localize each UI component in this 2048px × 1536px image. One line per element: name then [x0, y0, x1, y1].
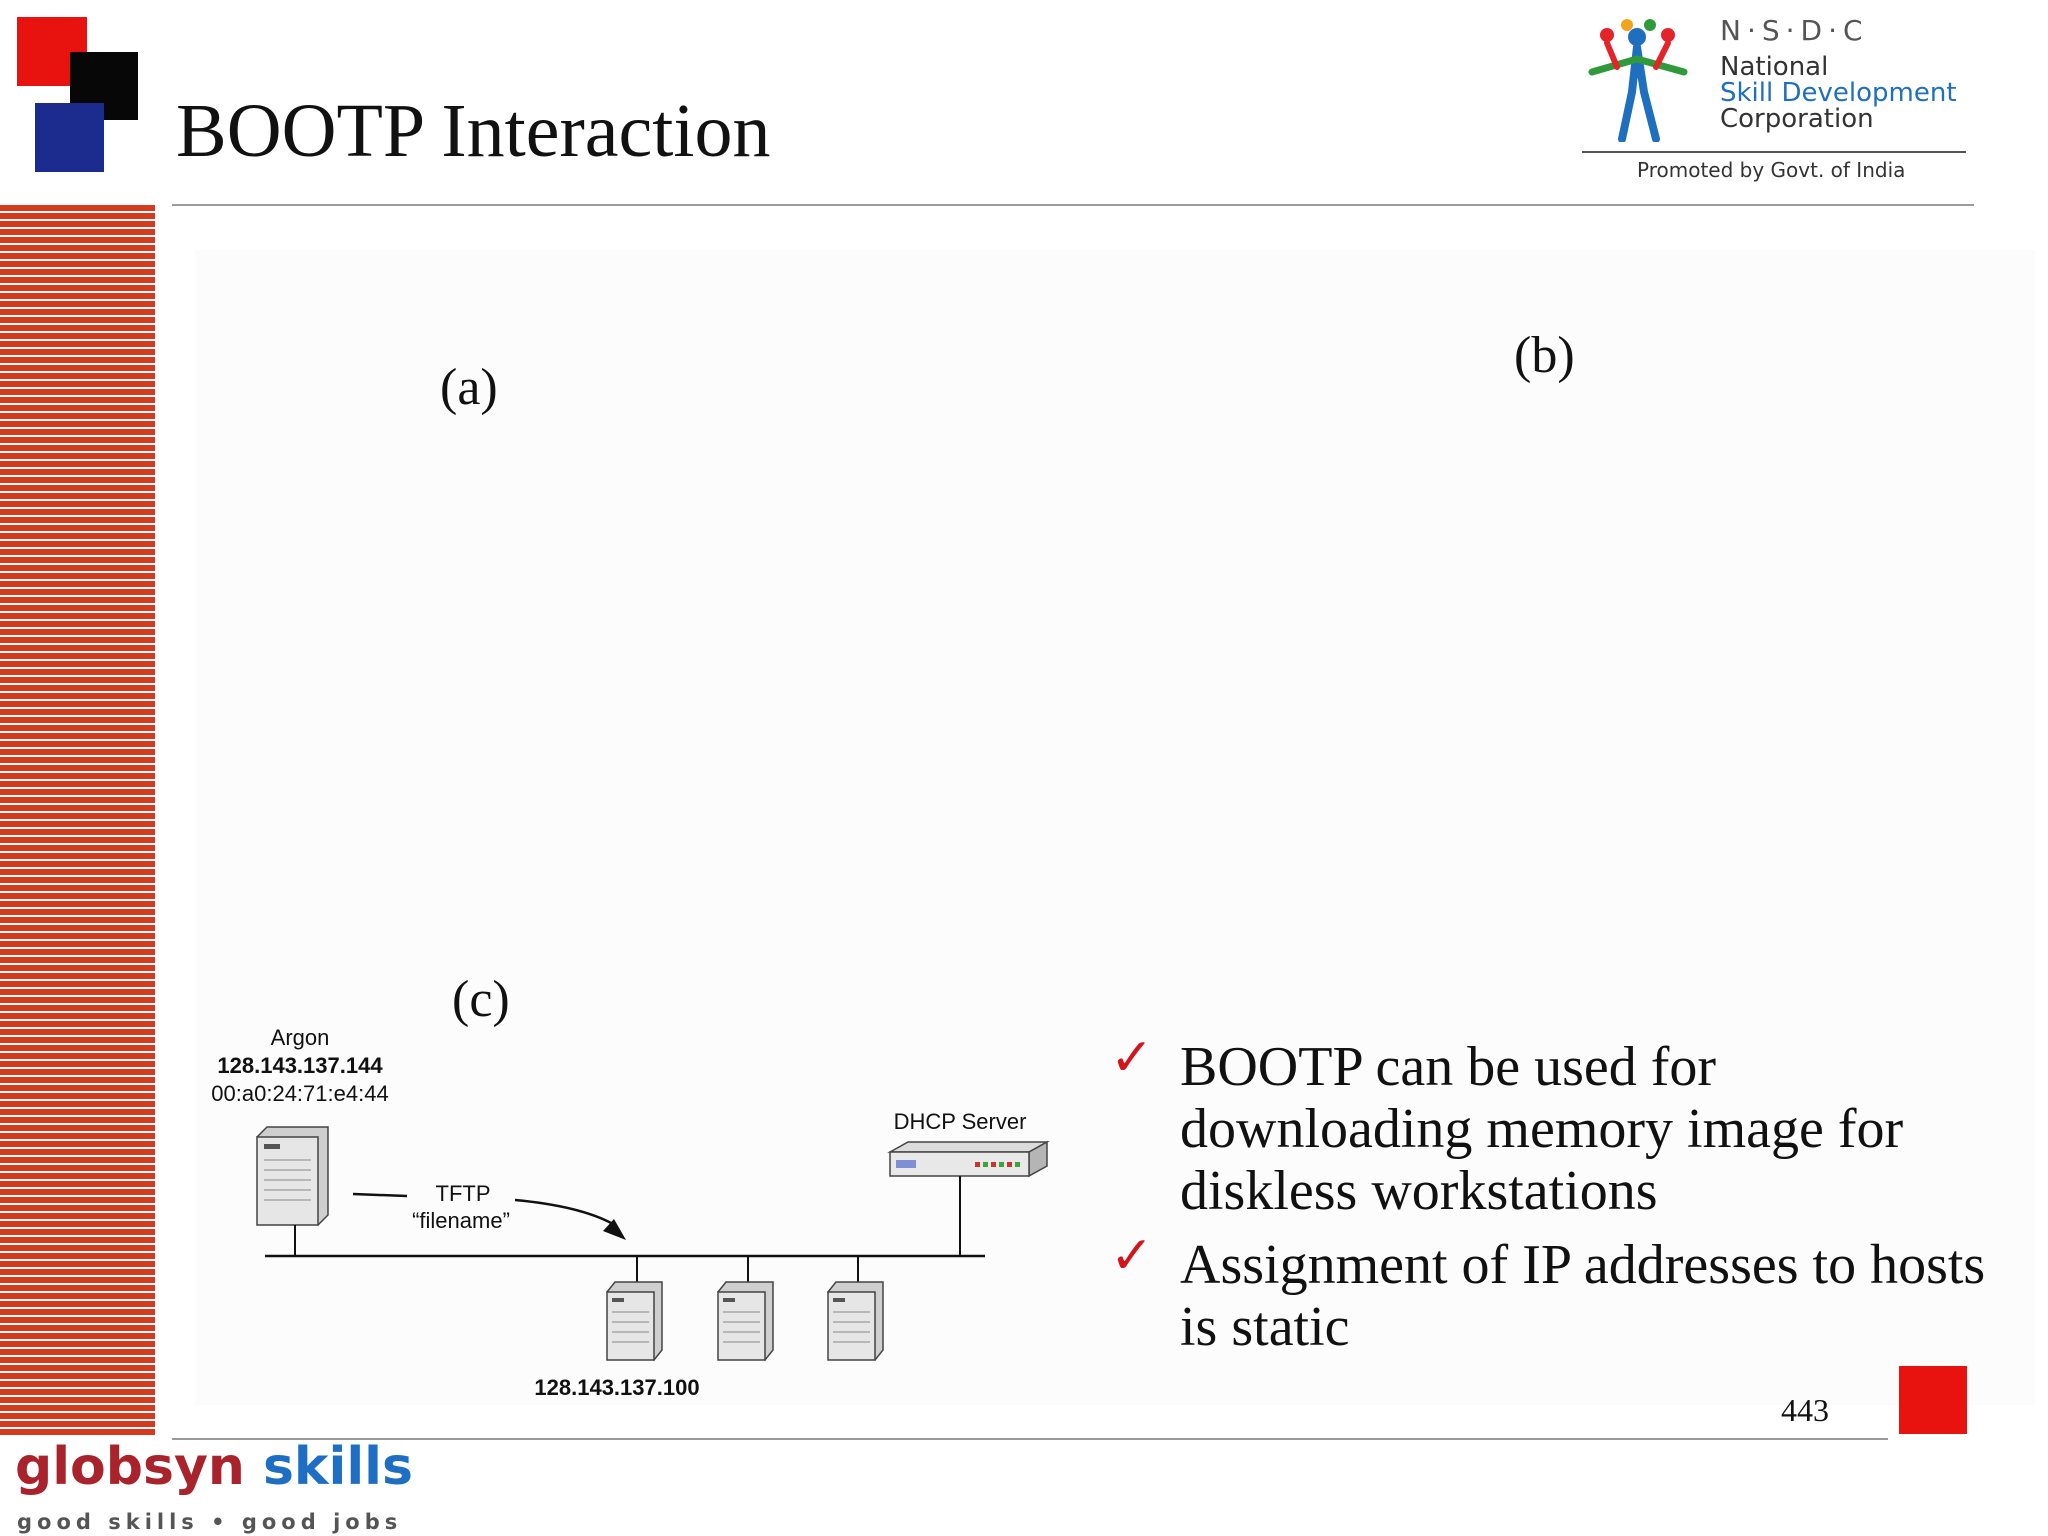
nsdc-logo: N·S·D·C National Skill Development Corpo…: [1582, 12, 1972, 192]
tftp-filename-label: “filename”: [412, 1208, 510, 1233]
bullet-1-line-1: BOOTP can be used for: [1180, 1036, 1717, 1098]
bullet-check-icon-1: ✓: [1110, 1028, 1154, 1088]
bullet-2-text: Assignment of IP addresses to hosts is s…: [1180, 1234, 2030, 1358]
target-ip-label: 128.143.137.100: [534, 1375, 699, 1400]
panel-label-c: (c): [452, 971, 510, 1028]
panel-label-b: (b): [1514, 327, 1575, 384]
nsdc-line2: Skill Development: [1720, 78, 1957, 108]
nsdc-promoted: Promoted by Govt. of India: [1637, 158, 1906, 182]
bullet-1-text: BOOTP can be used for downloading memory…: [1180, 1036, 2030, 1222]
host-name-label: Argon: [271, 1025, 330, 1050]
tftp-arrowhead-icon: [603, 1219, 626, 1240]
host-ip-label: 128.143.137.144: [217, 1053, 383, 1078]
nsdc-line3: Corporation: [1720, 104, 1874, 134]
corner-blue-square: [35, 103, 104, 172]
bullet-2-line-1: Assignment of IP addresses to hosts: [1180, 1234, 1986, 1296]
diskless-host-1-icon: [606, 1281, 663, 1362]
tftp-arrow: [514, 1198, 614, 1226]
left-stripe-band: [0, 205, 155, 1437]
brand-part2: skills: [244, 1437, 413, 1497]
footer-red-square: [1899, 1366, 1967, 1434]
diskless-host-2-icon: [717, 1281, 774, 1362]
globsyn-logo: globsyn skills: [15, 1437, 413, 1497]
nsdc-line1: National: [1720, 52, 1829, 82]
nsdc-acronym: N·S·D·C: [1720, 14, 1869, 47]
bullet-2-line-2: is static: [1180, 1296, 1350, 1358]
network-diagram: Argon 128.143.137.144 00:a0:24:71:e4:44 …: [211, 1025, 1050, 1400]
panel-label-a: (a): [440, 359, 498, 416]
footer-rule: [172, 1438, 1888, 1440]
slide-title: BOOTP Interaction: [176, 89, 771, 173]
brand-tagline: good skills • good jobs: [17, 1510, 403, 1534]
host-mac-label: 00:a0:24:71:e4:44: [211, 1081, 388, 1106]
bullet-check-icon-2: ✓: [1110, 1226, 1154, 1286]
nsdc-divider: [1582, 151, 1966, 153]
content-area: [195, 250, 2035, 1405]
brand-part1: globsyn: [15, 1437, 245, 1497]
diskless-host-3-icon: [827, 1281, 884, 1362]
page-number: 443: [1781, 1392, 1829, 1428]
dhcp-server-icon: [887, 1140, 1050, 1178]
bullet-1-line-3: diskless workstations: [1180, 1160, 1658, 1222]
tftp-lead-line: [352, 1192, 408, 1198]
bullet-1-line-2: downloading memory image for: [1180, 1098, 1904, 1160]
header-rule: [172, 204, 1974, 206]
tftp-label: TFTP: [436, 1181, 491, 1206]
dhcp-server-label: DHCP Server: [894, 1109, 1027, 1134]
nsdc-emblem-icon: [1588, 19, 1688, 142]
argon-host-icon: [256, 1126, 329, 1227]
